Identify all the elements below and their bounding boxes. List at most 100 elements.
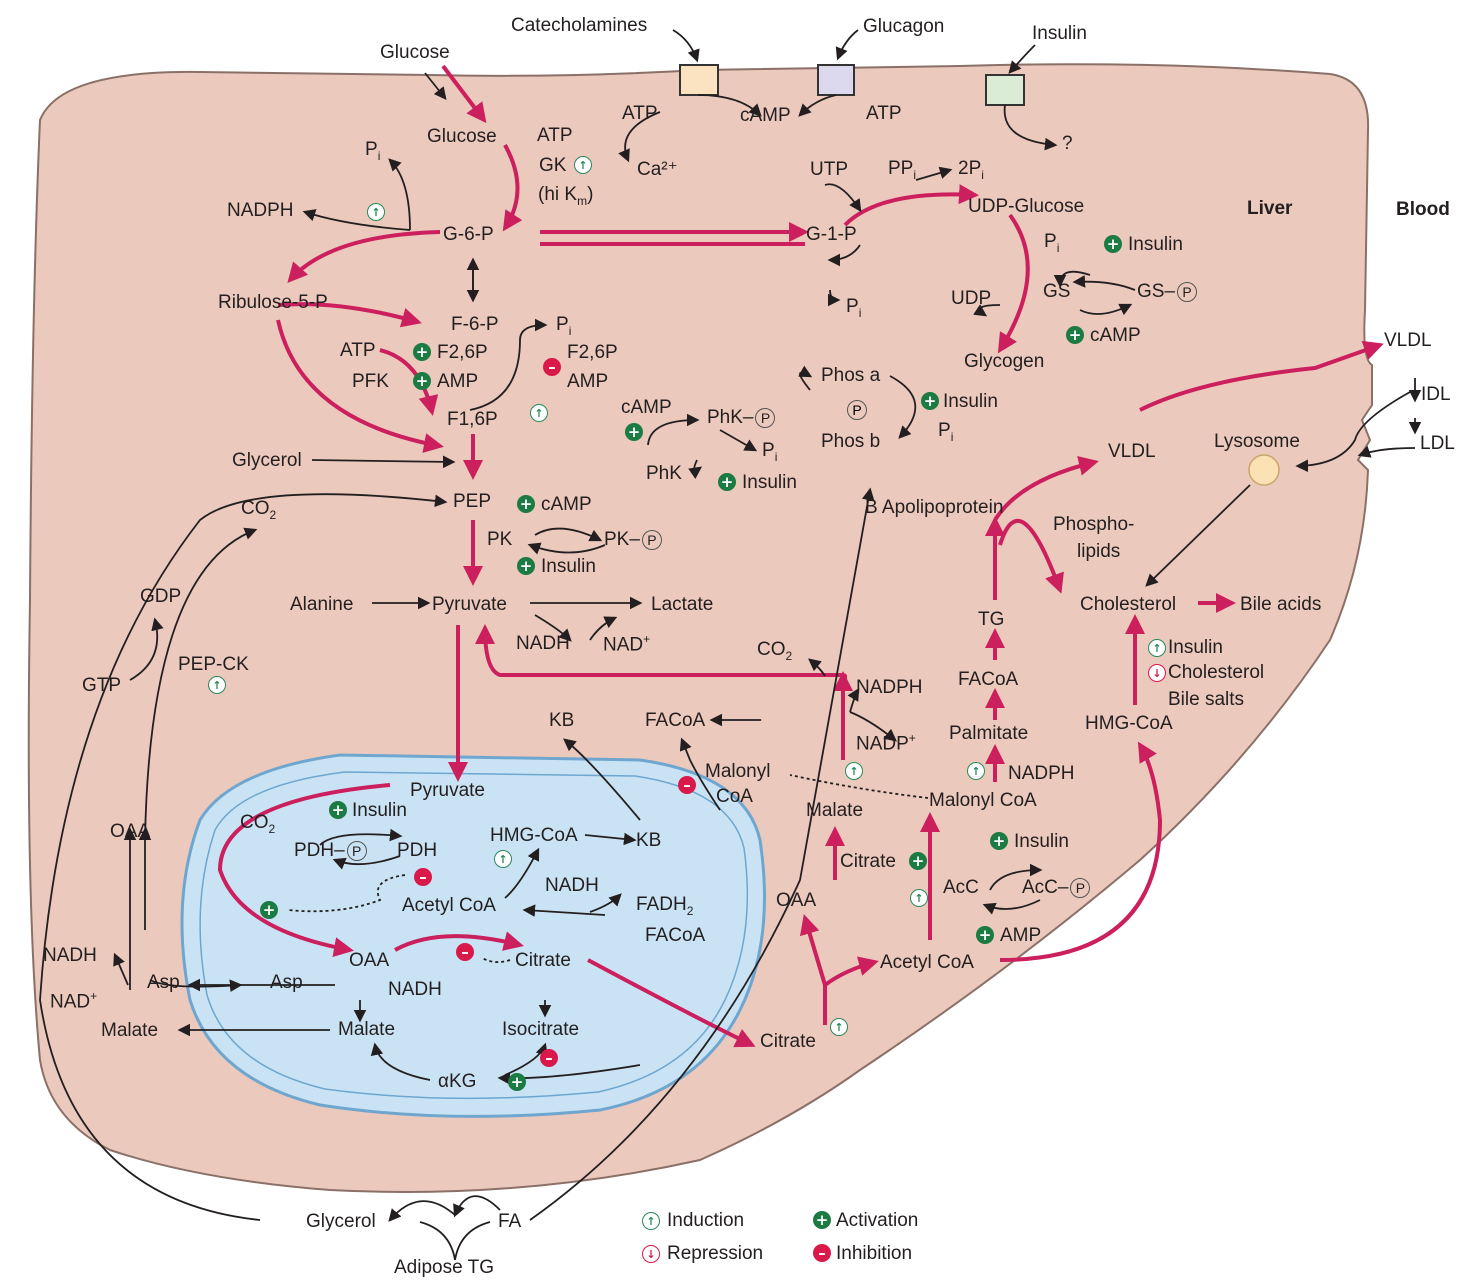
- hmgcr-repression-icon: ↓: [1148, 664, 1166, 682]
- malonyl-inhibition-icon: –: [678, 776, 696, 794]
- vldl-liver-label: VLDL: [1108, 441, 1156, 462]
- cholesterol-label: Cholesterol: [1080, 594, 1177, 615]
- hmgcr-induction-icon: ↑: [1148, 639, 1166, 657]
- legend-activation-icon: +: [813, 1211, 831, 1229]
- atp-signal-right: ATP: [866, 103, 902, 124]
- oaa-cytosol-label: OAA: [110, 821, 151, 842]
- alanine-label: Alanine: [290, 594, 354, 615]
- gs-insulin-activation-icon: +: [1104, 235, 1122, 253]
- glycerol-adipose-label: Glycerol: [306, 1211, 376, 1232]
- facoa-cytosol-label: FACoA: [645, 710, 706, 731]
- phk-camp-activation-icon: +: [625, 423, 643, 441]
- nadph-pentose-label: NADPH: [227, 200, 294, 221]
- acetyl-coa-cytosol-label: Acetyl CoA: [880, 952, 974, 973]
- gs-camp-activation-icon: +: [1066, 326, 1084, 344]
- acc-insulin-activation-icon: +: [990, 832, 1008, 850]
- gdp-label: GDP: [140, 586, 182, 607]
- gk-induction-icon: ↑: [574, 156, 592, 174]
- g1p-label: G-1-P: [806, 224, 857, 245]
- ribulose-label: Ribulose-5-P: [218, 292, 328, 313]
- insulin-phos-label: Insulin: [943, 391, 998, 412]
- idl-label: IDL: [1421, 384, 1451, 405]
- malate-mito-label: Malate: [338, 1019, 396, 1040]
- glucagon-label: Glucagon: [863, 16, 945, 37]
- pdh-insulin-activation-icon: +: [329, 801, 347, 819]
- insulin-hmgcr-label: Insulin: [1168, 637, 1223, 658]
- amp-right-label: AMP: [567, 371, 609, 392]
- nadh-mdh-label: NADH: [388, 979, 442, 1000]
- phospholipids-label-2: lipids: [1077, 541, 1121, 562]
- f26p-left-label: F2,6P: [437, 342, 488, 363]
- pi-phos-label: Pi: [938, 420, 954, 444]
- kb-cytosol-label: KB: [549, 710, 575, 731]
- citrate-activator-label: Citrate: [840, 851, 896, 872]
- nadph-malic-label: NADPH: [856, 677, 923, 698]
- acetyl-coa-mito-label: Acetyl CoA: [402, 895, 496, 916]
- phk-label: PhK: [646, 463, 682, 484]
- facoa-mito-label: FACoA: [645, 925, 706, 946]
- amp-acc-label: AMP: [1000, 925, 1042, 946]
- nadph-fas-label: NADPH: [1008, 763, 1075, 784]
- mito-co2-label: CO2: [240, 812, 276, 836]
- pyruvate-label: Pyruvate: [432, 594, 507, 615]
- lysosome: [1248, 454, 1280, 486]
- asp-cytosol-label: Asp: [147, 972, 180, 993]
- insulin-hormone-label: Insulin: [1032, 23, 1087, 44]
- phos-p-mark: P: [847, 400, 867, 420]
- malonyl-coa-label: Malonyl CoA: [929, 790, 1037, 811]
- legend-inhibition-label: Inhibition: [836, 1243, 913, 1264]
- phos-a-label: Phos a: [821, 365, 881, 386]
- lysosome-label: Lysosome: [1214, 431, 1300, 452]
- legend-induction-icon: ↑: [642, 1212, 660, 1230]
- camp-signal: cAMP: [740, 105, 791, 126]
- gk-label: GK: [539, 155, 567, 176]
- f26p-right-label: F2,6P: [567, 342, 618, 363]
- acc-label: AcC: [943, 877, 979, 898]
- malonyl-inhibitor-label: Malonyl: [705, 761, 771, 782]
- gs-p-label: GS–P: [1137, 282, 1198, 302]
- vldl-blood-label: VLDL: [1384, 330, 1432, 351]
- gtp-label: GTP: [82, 675, 122, 696]
- glucose-outside-label: Glucose: [380, 42, 450, 63]
- glucose-label: Glucose: [427, 126, 497, 147]
- pk-insulin-activation-icon: +: [517, 557, 535, 575]
- utp-label: UTP: [810, 159, 848, 180]
- two-pi-label: 2Pi: [958, 158, 984, 182]
- calcium-label: Ca²⁺: [637, 159, 678, 180]
- atp-signal-left: ATP: [622, 103, 658, 124]
- nad-lactate-label: NAD+: [603, 632, 651, 656]
- pep-label: PEP: [453, 491, 492, 512]
- phospholipids-label: Phospho-: [1053, 514, 1135, 535]
- palmitate-label: Palmitate: [949, 723, 1029, 744]
- acc-citrate-activation-icon: +: [909, 852, 927, 870]
- acc-induction-icon: ↑: [910, 889, 928, 907]
- gs-label: GS: [1043, 281, 1071, 302]
- f6p-label: F-6-P: [451, 314, 499, 335]
- legend-activation-label: Activation: [836, 1210, 919, 1231]
- pi-f6p-label: Pi: [556, 314, 572, 338]
- pk-camp-activation-icon: +: [517, 495, 535, 513]
- catecholamines-label: Catecholamines: [511, 15, 648, 36]
- lactate-label: Lactate: [651, 594, 714, 615]
- amp-activation-icon: +: [413, 372, 431, 390]
- hi-km-label: (hi Km): [538, 184, 594, 208]
- pdh-p-label: PDH–P: [294, 841, 367, 861]
- blood-region-label: Blood: [1396, 199, 1450, 220]
- b-apolipoprotein-label: B Apolipoprotein: [865, 497, 1004, 518]
- nad-cytosol-label: NAD+: [50, 989, 98, 1013]
- isocitrate-label: Isocitrate: [502, 1019, 580, 1040]
- insulin-gs-label: Insulin: [1128, 234, 1183, 255]
- pentose-induction-icon: ↑: [367, 203, 385, 221]
- akg-label: αKG: [438, 1071, 477, 1092]
- fadh2-label: FADH2: [636, 894, 694, 918]
- g6p-label: G-6-P: [443, 224, 494, 245]
- nadh-lactate-label: NADH: [516, 633, 570, 654]
- glycerol-label: Glycerol: [232, 450, 302, 471]
- fa-adipose-label: FA: [498, 1211, 522, 1232]
- pdh-activation-icon: +: [260, 901, 278, 919]
- phk-p-label: PhK–P: [707, 408, 776, 428]
- kb-mito-label: KB: [636, 830, 662, 851]
- mito-insulin-label: Insulin: [352, 800, 407, 821]
- facoa-lipo-label: FACoA: [958, 669, 1019, 690]
